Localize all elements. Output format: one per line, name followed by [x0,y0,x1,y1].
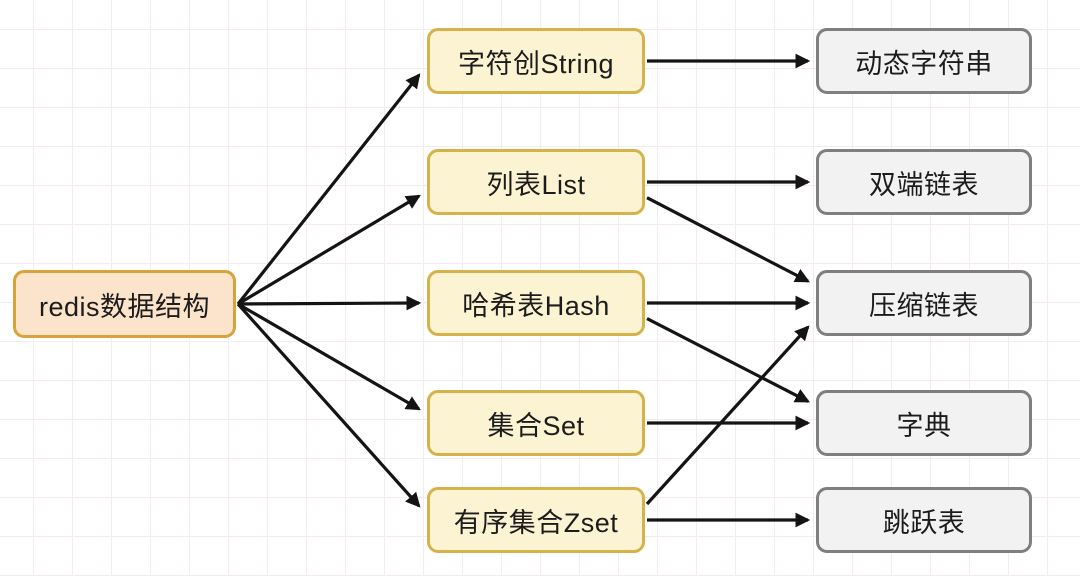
node-label: 列表List [486,169,586,200]
node-hash: 哈希表Hash [427,270,645,336]
node-redis-data-structure: redis数据结构 [13,270,236,338]
node-label: 有序集合Zset [453,507,619,538]
node-label: 双端链表 [869,169,979,200]
node-dynamic-string: 动态字符串 [816,28,1032,94]
node-dict: 字典 [816,390,1032,456]
node-doubly-linked-list: 双端链表 [816,149,1032,215]
node-label: 哈希表Hash [462,290,610,321]
node-skiplist: 跳跃表 [816,487,1032,553]
node-label: 字符创String [457,48,615,79]
node-list: 列表List [427,149,645,215]
node-label: 动态字符串 [855,48,993,79]
node-label: redis数据结构 [38,291,211,322]
node-label: 压缩链表 [869,290,979,321]
node-zset: 有序集合Zset [427,487,645,553]
node-ziplist: 压缩链表 [816,270,1032,336]
node-label: 字典 [896,410,952,441]
node-set: 集合Set [427,390,645,456]
node-string: 字符创String [427,28,645,94]
node-label: 集合Set [487,410,585,441]
node-label: 跳跃表 [882,507,966,538]
